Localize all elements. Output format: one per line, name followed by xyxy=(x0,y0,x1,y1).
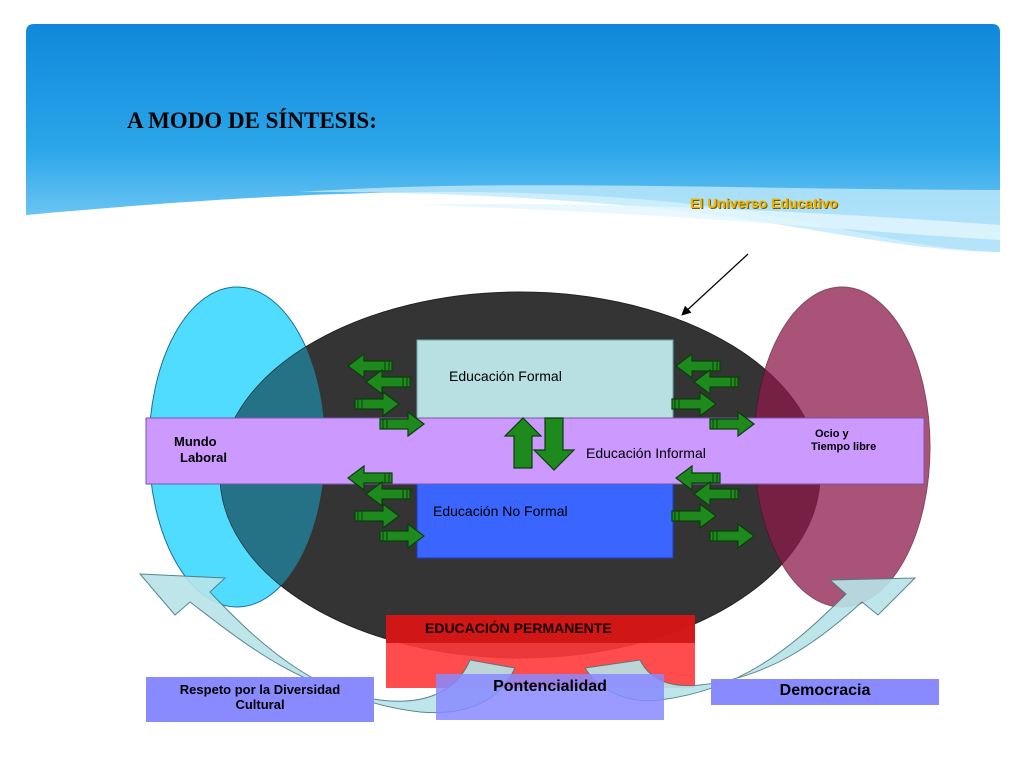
ocio-label-line1: Ocio y xyxy=(815,428,849,440)
potencialidad-box xyxy=(436,674,664,720)
ocio-label-line2: Tiempo libre xyxy=(811,441,877,453)
democracia-box xyxy=(711,679,939,705)
formal-label: Educación Formal xyxy=(449,368,562,384)
slide-title: A MODO DE SÍNTESIS: xyxy=(127,108,377,133)
democracia-label: Democracia xyxy=(779,682,871,699)
informal-label: Educación Informal xyxy=(586,445,706,461)
header-wave xyxy=(300,185,1000,252)
up-arrow-icon xyxy=(503,417,543,469)
respeto-box xyxy=(146,677,374,722)
respeto-label-line2: Cultural xyxy=(235,697,285,712)
no-formal-box xyxy=(416,477,674,559)
potencialidad-label: Pontencialidad xyxy=(493,678,607,695)
no-formal-label: Educación No Formal xyxy=(433,503,568,519)
mundo-label-line2: Laboral xyxy=(180,450,227,465)
right-curved-arrow xyxy=(584,577,917,702)
permanente-header-band xyxy=(386,615,695,643)
respeto-label-line1: Respeto por la Diversidad xyxy=(179,682,341,697)
universe-pointer-arrow xyxy=(681,253,749,316)
universe-label: El Universo Educativo xyxy=(690,195,838,211)
permanente-label: EDUCACIÓN PERMANENTE xyxy=(425,620,612,636)
header-wave-2 xyxy=(420,203,1000,240)
mundo-label-line1: Mundo xyxy=(174,434,217,449)
formal-box xyxy=(416,339,674,423)
down-arrow-icon xyxy=(532,417,576,471)
